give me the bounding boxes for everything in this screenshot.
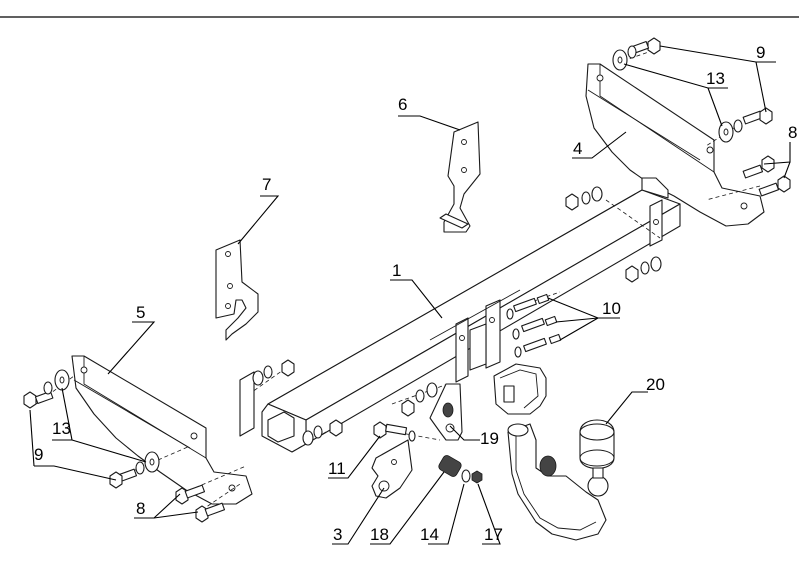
callout-4: 4: [573, 139, 582, 158]
callout-14: 14: [420, 525, 439, 544]
callout-5: 5: [136, 303, 145, 322]
callout-labels: 1 3 4 5 6 7 8 8 9 9 10 11 13 13 14 17 18…: [34, 43, 797, 544]
callout-17: 17: [484, 525, 503, 544]
part-6-hanger-bracket: [439, 121, 481, 233]
part-4-right-bracket: [585, 63, 765, 227]
part-20-ball-cover: [579, 419, 615, 497]
part-7-hanger-bracket: [215, 239, 259, 341]
callout-20: 20: [646, 375, 665, 394]
callout-8-right: 8: [788, 123, 797, 142]
callout-9-left: 9: [34, 445, 43, 464]
callout-8-left: 8: [136, 499, 145, 518]
part-14-washer: [461, 469, 471, 483]
part-19-cam-plate: [401, 382, 463, 441]
right-upper-fasteners: [565, 186, 662, 283]
part-17-nut: [471, 470, 483, 484]
part-1-cross-beam: [239, 177, 681, 453]
socket-housing: [493, 363, 547, 415]
right-bolts-washers: [612, 37, 791, 197]
part-10-bolts: [506, 293, 562, 358]
tow-ball-neck: [507, 423, 607, 541]
callout-3: 3: [333, 525, 342, 544]
callout-1: 1: [392, 261, 401, 280]
callout-9-right: 9: [756, 43, 765, 62]
leader-lines: [29, 45, 791, 545]
part-5-left-bracket: [71, 355, 253, 505]
callout-11: 11: [328, 459, 346, 478]
callout-13-left: 13: [52, 419, 71, 438]
left-bolts-washers: [23, 369, 226, 523]
callout-7: 7: [262, 175, 271, 194]
callout-6: 6: [398, 95, 407, 114]
callout-18: 18: [370, 525, 389, 544]
callout-19: 19: [480, 429, 499, 448]
left-beam-fasteners: [252, 359, 343, 446]
part-11-bolt-part-3-plate: [371, 421, 416, 499]
callout-10: 10: [602, 299, 621, 318]
part-18-spring: [438, 455, 462, 477]
callout-13-right: 13: [706, 69, 725, 88]
